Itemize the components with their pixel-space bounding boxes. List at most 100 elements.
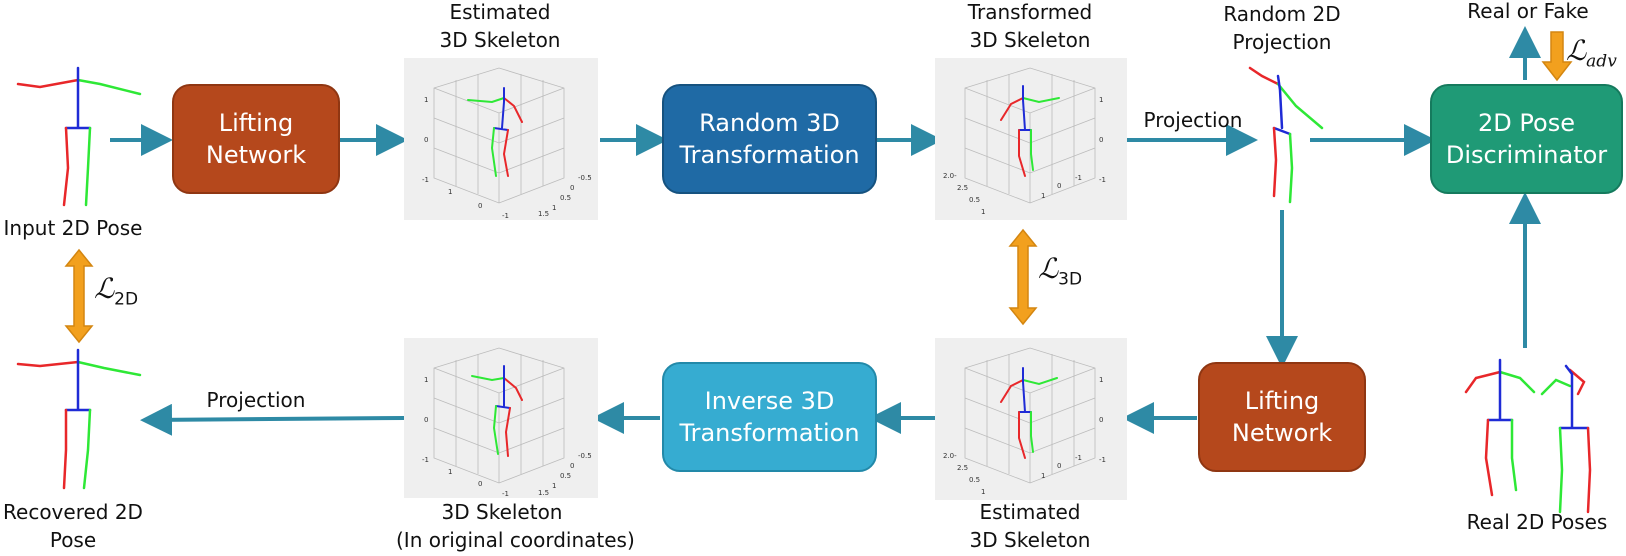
projection-label-top: Projection <box>1143 108 1243 132</box>
skeleton-3d <box>467 87 523 177</box>
z-tick: 0.5 <box>560 194 571 202</box>
original-coordinates-3d-plot: 1 0 -1 1 0 -1 -0.5 0 0.5 1 1.5 <box>404 338 598 498</box>
label-line: 3D Skeleton <box>969 28 1091 52</box>
estimated-3d-plot-bottom: 1 0 -1 2.0- 2.5 0.5 1 1 0 -1 <box>935 338 1127 500</box>
loss-symbol: ℒ <box>1038 252 1059 285</box>
box-line: Network <box>205 141 307 169</box>
box-line: Transformation <box>679 141 860 169</box>
y-tick: 0 <box>424 136 428 144</box>
label-line: 3D Skeleton <box>969 528 1091 552</box>
y-tick: -1 <box>422 176 429 184</box>
box-line: Lifting <box>1244 387 1320 415</box>
flipped-tick: 1 <box>981 488 985 496</box>
flipped-tick: 0 <box>1057 462 1061 470</box>
loss-3d-label: ℒ3D <box>1038 252 1082 290</box>
loss-symbol: ℒ <box>94 272 115 305</box>
flipped-tick: 2.0- <box>943 172 957 180</box>
loss-subscript: 2D <box>114 289 139 310</box>
box-line: Discriminator <box>1445 141 1608 169</box>
flipped-tick: -1 <box>1099 456 1106 464</box>
z-tick: 1.5 <box>538 210 549 218</box>
flipped-tick: 1 <box>1041 472 1045 480</box>
transformed-3d-plot: 1 0 -1 2.0- 2.5 0.5 1 1 0 -1 <box>935 58 1127 220</box>
recovered-2d-pose-skeleton <box>16 348 142 490</box>
z-tick: 1 <box>552 204 556 212</box>
y-tick: 1 <box>424 96 428 104</box>
projection-label-bottom: Projection <box>206 388 306 412</box>
x-tick: 0 <box>478 202 482 210</box>
flipped-tick: 0 <box>1099 136 1103 144</box>
arrow-projection-bottom <box>140 403 405 436</box>
label-line: Estimated <box>449 0 551 24</box>
flipped-tick: 2.5 <box>957 184 968 192</box>
flipped-tick: 0.5 <box>969 476 980 484</box>
real-2d-poses-label: Real 2D Poses <box>1466 510 1608 534</box>
loss-2d-label: ℒ2D <box>94 272 138 310</box>
l3d-double-arrow <box>1008 228 1038 326</box>
box-line: Transformation <box>679 419 860 447</box>
label-line: (In original coordinates) <box>396 528 635 552</box>
y-tick: -1 <box>422 456 429 464</box>
recovered-2d-pose-label: Recovered 2D Pose <box>0 498 146 554</box>
real-2d-pose-skeleton-2 <box>1540 364 1592 514</box>
z-tick: 0 <box>570 184 574 192</box>
flipped-tick: 1 <box>981 208 985 216</box>
label-line: 3D Skeleton <box>439 28 561 52</box>
flipped-tick: 0.5 <box>969 196 980 204</box>
x-tick: -1 <box>502 212 509 220</box>
label-line: Projection <box>1232 30 1332 54</box>
random-2d-projection-label: Random 2D Projection <box>1192 0 1372 56</box>
flipped-tick: 2.0- <box>943 452 957 460</box>
flipped-tick: 1 <box>1099 96 1103 104</box>
x-tick: 1 <box>448 188 452 196</box>
y-tick: 0 <box>424 416 428 424</box>
label-line: Pose <box>49 528 97 552</box>
real-or-fake-label: Real or Fake <box>1467 0 1589 23</box>
3d-axes-upright: 1 0 -1 1 0 -1 -0.5 0 0.5 1 1.5 <box>422 67 592 220</box>
flipped-tick: 0 <box>1057 182 1061 190</box>
loss-symbol: ℒ <box>1566 34 1587 67</box>
label-line: Random 2D <box>1223 2 1341 26</box>
random-3d-transformation-box: Random 3D Transformation <box>662 84 877 194</box>
3d-axes-upright: 1 0 -1 1 0 -1 -0.5 0 0.5 1 1.5 <box>422 347 592 498</box>
box-line: Random 3D <box>699 109 840 137</box>
label-line: Estimated <box>979 500 1081 524</box>
3d-axes-flipped: 1 0 -1 2.0- 2.5 0.5 1 1 0 -1 <box>943 347 1106 496</box>
real-2d-pose-skeleton-1 <box>1464 358 1536 497</box>
label-line: Recovered 2D <box>3 500 143 524</box>
estimated-3d-skeleton-label-bottom: Estimated 3D Skeleton <box>930 498 1130 554</box>
skeleton-3d <box>1000 367 1058 459</box>
3d-skeleton-original-label: 3D Skeleton (In original coordinates) <box>396 498 635 554</box>
flipped-tick: 2.5 <box>957 464 968 472</box>
loss-subscript: 3D <box>1058 269 1083 290</box>
flipped-tick: -1 <box>1099 176 1106 184</box>
y-tick: 1 <box>424 376 428 384</box>
flipped-tick: 0 <box>1099 416 1103 424</box>
flipped-tick: -1 <box>1075 454 1082 462</box>
input-2d-pose-skeleton <box>16 66 142 207</box>
skeleton-3d <box>1000 85 1060 177</box>
x-tick: 1 <box>448 468 452 476</box>
estimated-3d-plot-top: 1 0 -1 1 0 -1 -0.5 0 0.5 1 1.5 <box>404 58 598 220</box>
z-tick: -0.5 <box>578 452 592 460</box>
flipped-tick: 1 <box>1041 192 1045 200</box>
loss-adv-label: ℒadv <box>1566 34 1617 72</box>
transformed-3d-skeleton-label: Transformed 3D Skeleton <box>930 0 1130 54</box>
z-tick: 0.5 <box>560 472 571 480</box>
box-line: Network <box>1231 419 1333 447</box>
flipped-tick: -1 <box>1075 174 1082 182</box>
z-tick: 0 <box>570 462 574 470</box>
random-2d-projection-skeleton <box>1248 66 1324 204</box>
flipped-tick: 1 <box>1099 376 1103 384</box>
input-2d-pose-label: Input 2D Pose <box>3 216 143 240</box>
z-tick: -0.5 <box>578 174 592 182</box>
skeleton-3d <box>471 365 523 457</box>
estimated-3d-skeleton-label-top: Estimated 3D Skeleton <box>400 0 600 54</box>
z-tick: 1.5 <box>538 489 549 497</box>
